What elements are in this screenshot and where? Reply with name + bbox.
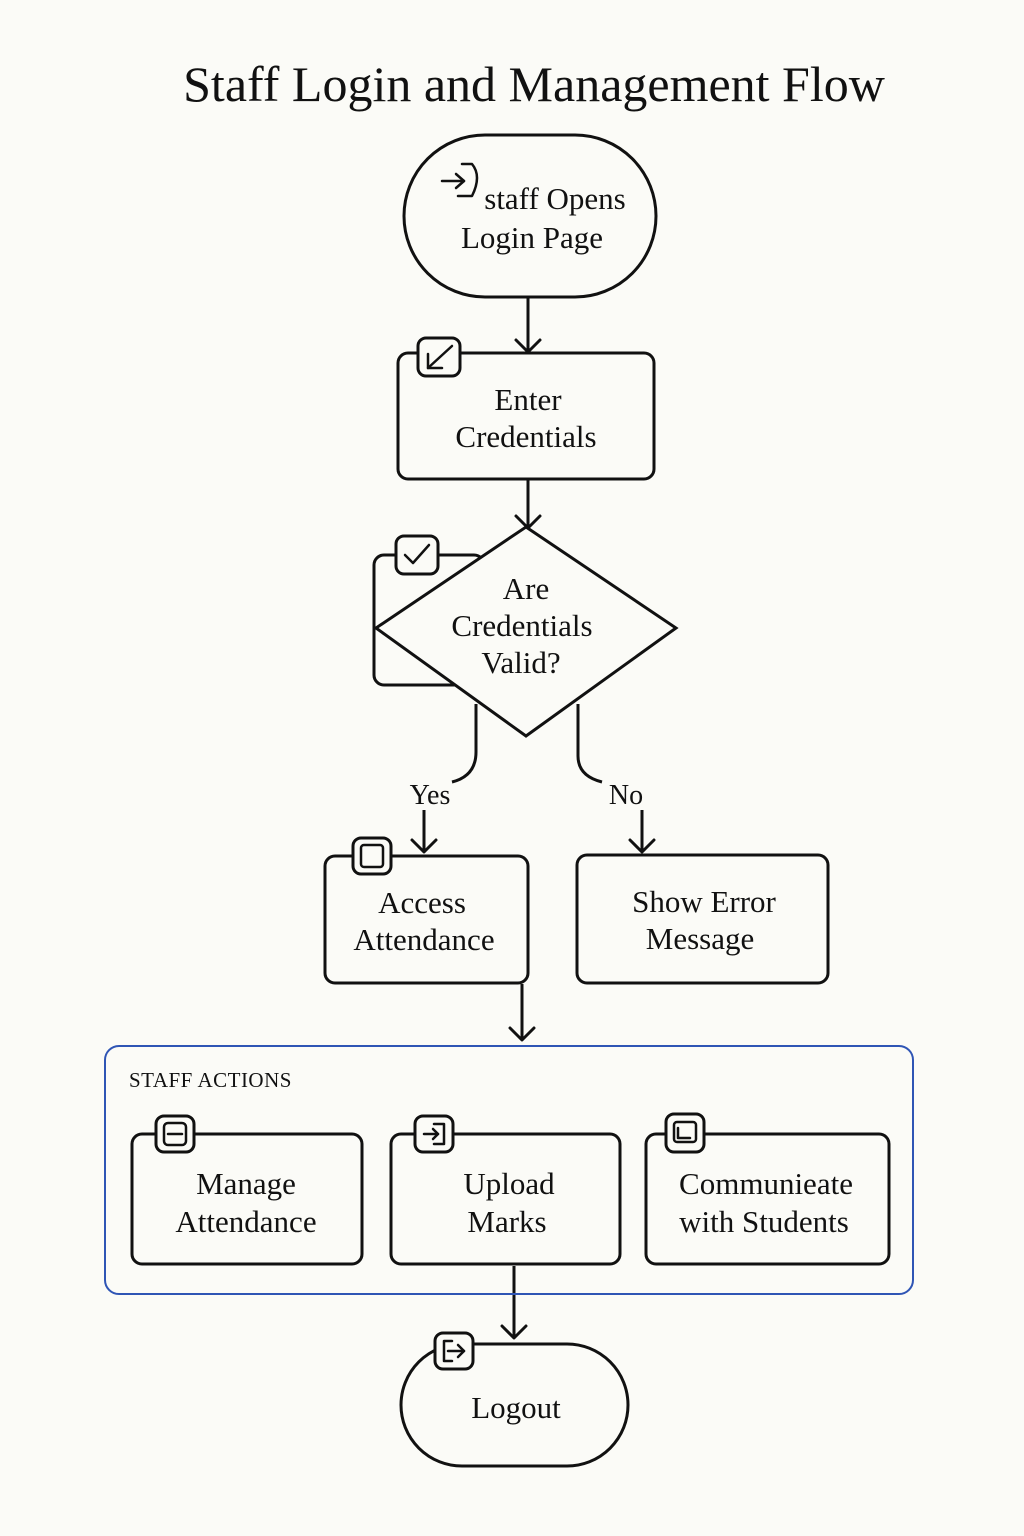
node-enter-credentials[interactable]: Enter Credentials (396, 336, 656, 481)
logout-icon (433, 1331, 475, 1371)
edge-enter-to-decision (514, 480, 542, 530)
check-icon (394, 534, 440, 576)
upload-icon (413, 1114, 455, 1154)
screen-icon (664, 1112, 706, 1154)
node-upload-marks-line2: Marks (467, 1204, 546, 1239)
node-communicate-line2: with Students (679, 1204, 849, 1239)
node-start-line1: staff Opens (484, 181, 625, 216)
diagram-title: Staff Login and Management Flow (183, 56, 885, 112)
node-upload-marks[interactable]: Upload Marks (389, 1114, 622, 1266)
edge-decision-yes (410, 704, 478, 854)
square-icon (351, 836, 393, 876)
node-decision-line2: Credentials (451, 608, 592, 643)
node-enter-credentials-line2: Credentials (455, 419, 596, 454)
node-communicate[interactable]: Communieate with Students (644, 1112, 891, 1266)
node-upload-marks-line1: Upload (463, 1166, 555, 1201)
arrow-down-left-icon (416, 336, 462, 378)
login-icon (440, 162, 479, 198)
node-access-attendance-line2: Attendance (353, 922, 494, 957)
group-staff-actions: STAFF ACTIONS (104, 1045, 914, 1295)
node-access-attendance-line1: Access (378, 885, 466, 920)
node-access-attendance[interactable]: Access Attendance (323, 836, 530, 985)
edge-actions-to-logout (500, 1266, 528, 1340)
node-logout-label: Logout (471, 1390, 561, 1425)
node-communicate-line1: Communieate (679, 1166, 853, 1201)
node-manage-attendance-line1: Manage (196, 1166, 296, 1201)
node-start[interactable]: staff Opens Login Page (402, 133, 658, 299)
minus-box-icon (154, 1114, 196, 1154)
edge-access-to-actions (508, 984, 536, 1042)
node-logout[interactable]: Logout (399, 1331, 630, 1468)
edge-decision-no (576, 704, 656, 854)
node-decision-line1: Are (503, 571, 549, 606)
node-decision[interactable]: Are Credentials Valid? (372, 525, 679, 738)
node-manage-attendance-line2: Attendance (175, 1204, 316, 1239)
edge-label-no: No (609, 780, 643, 811)
group-label: STAFF ACTIONS (129, 1068, 292, 1092)
node-show-error[interactable]: Show Error Message (575, 853, 830, 985)
node-start-line2: Login Page (461, 220, 603, 255)
node-enter-credentials-line1: Enter (494, 382, 562, 417)
edge-start-to-enter (514, 298, 542, 354)
node-show-error-line1: Show Error (632, 884, 776, 919)
node-manage-attendance[interactable]: Manage Attendance (130, 1114, 364, 1266)
node-show-error-line2: Message (646, 921, 754, 956)
node-decision-line3: Valid? (481, 645, 560, 680)
edge-label-yes: Yes (410, 780, 451, 811)
